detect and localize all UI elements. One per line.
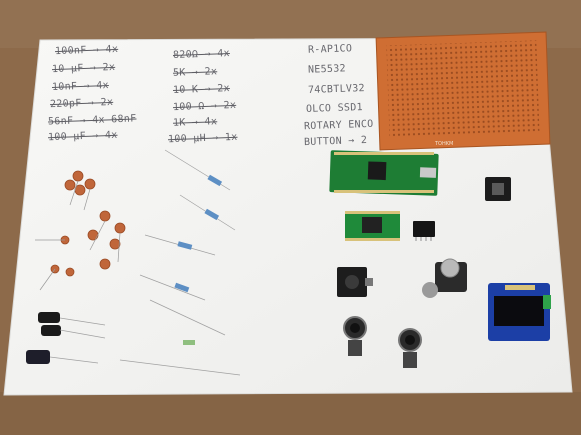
green-breakout-module: [345, 211, 400, 241]
note-resistor-5: 1K → 4x: [172, 116, 218, 129]
ic-socket: [485, 177, 511, 201]
note-part-6: BUTTON → 2: [303, 134, 368, 149]
note-resistor-3: 10 K → 2x: [172, 83, 231, 96]
note-part-1: R-AP1CO: [307, 43, 353, 56]
push-button-2: [398, 328, 422, 368]
electrolytic-capacitors: [26, 312, 106, 364]
audio-jack: [337, 267, 373, 297]
note-resistor-1: 820Ω → 4x: [172, 48, 231, 61]
rotary-encoder: [422, 258, 467, 298]
pcb-marking: TOHKM: [434, 141, 453, 147]
note-resistor-2: 5K → 2x: [172, 66, 218, 79]
push-button-1: [343, 316, 367, 356]
note-part-2: NE5532: [307, 63, 347, 76]
note-capacitor-2: 10 µF → 2x: [51, 61, 116, 76]
note-part-3: 74CBTLV32: [307, 83, 366, 96]
note-resistor-4: 100 Ω → 2x: [172, 99, 237, 114]
ceramic-capacitors: [50, 170, 126, 277]
dip8-chip: [413, 221, 435, 241]
note-part-4: OLCO SSD1: [305, 102, 364, 115]
perfboard-pcb: TOHKM: [375, 31, 551, 151]
note-capacitor-1: 100nF → 4x: [54, 43, 119, 58]
microcontroller-board: [329, 150, 439, 196]
note-capacitor-3: 10nF → 4x: [51, 80, 110, 93]
resistors: [119, 149, 241, 376]
oled-display: [488, 283, 551, 341]
note-capacitor-4: 220pF → 2x: [49, 96, 114, 111]
capacitor-leads: [35, 180, 121, 291]
